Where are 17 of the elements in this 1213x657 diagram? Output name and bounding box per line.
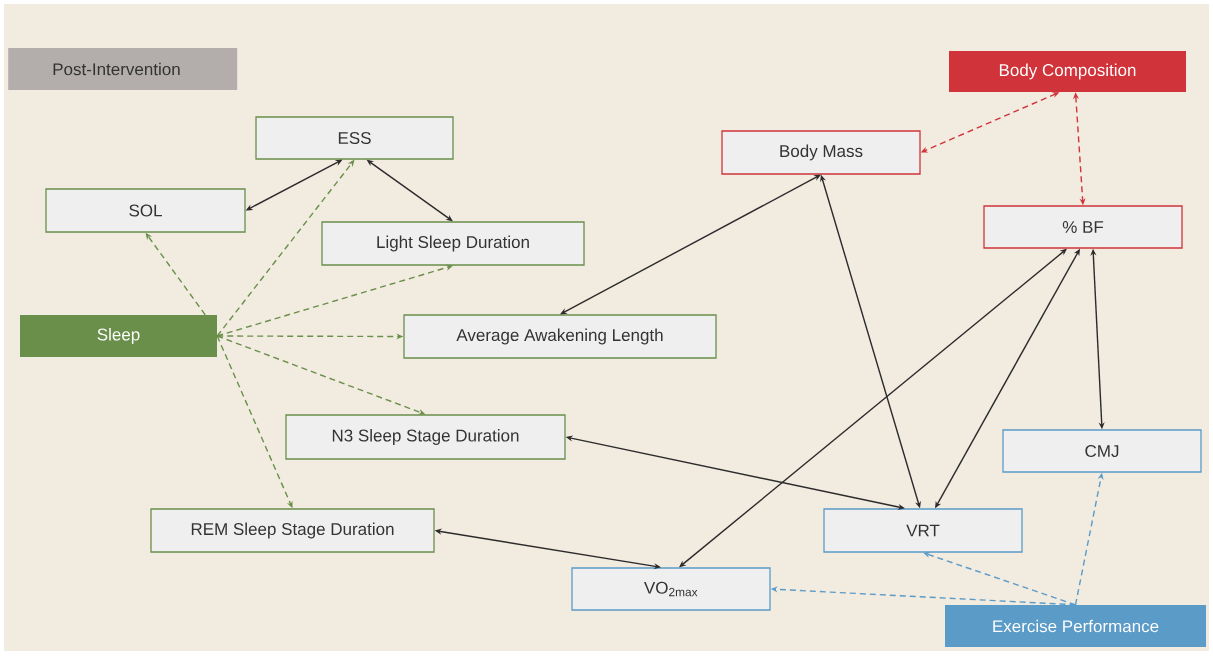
arrow xyxy=(923,552,1077,606)
variable-box: ESS xyxy=(255,116,454,160)
category-box: Exercise Performance xyxy=(945,605,1206,647)
category-box: Sleep xyxy=(20,315,217,357)
variable-box: Average Awakening Length xyxy=(403,314,717,359)
variable-box: Body Mass xyxy=(721,130,921,175)
variable-box: VO$_{2max}$ xyxy=(571,567,771,611)
category-box: Body Composition xyxy=(949,51,1186,92)
variable-box: Light Sleep Duration xyxy=(321,221,585,266)
variable-box: VRT xyxy=(823,508,1023,553)
arrow xyxy=(560,174,821,315)
variable-box: N3 Sleep Stage Duration xyxy=(285,414,566,460)
variable-box: CMJ xyxy=(1002,429,1202,473)
variable-box: SOL xyxy=(45,188,246,233)
variable-box: REM Sleep Stage Duration xyxy=(150,508,435,553)
section-tag: Post-Intervention xyxy=(8,48,238,90)
variable-box: % BF xyxy=(983,205,1183,249)
